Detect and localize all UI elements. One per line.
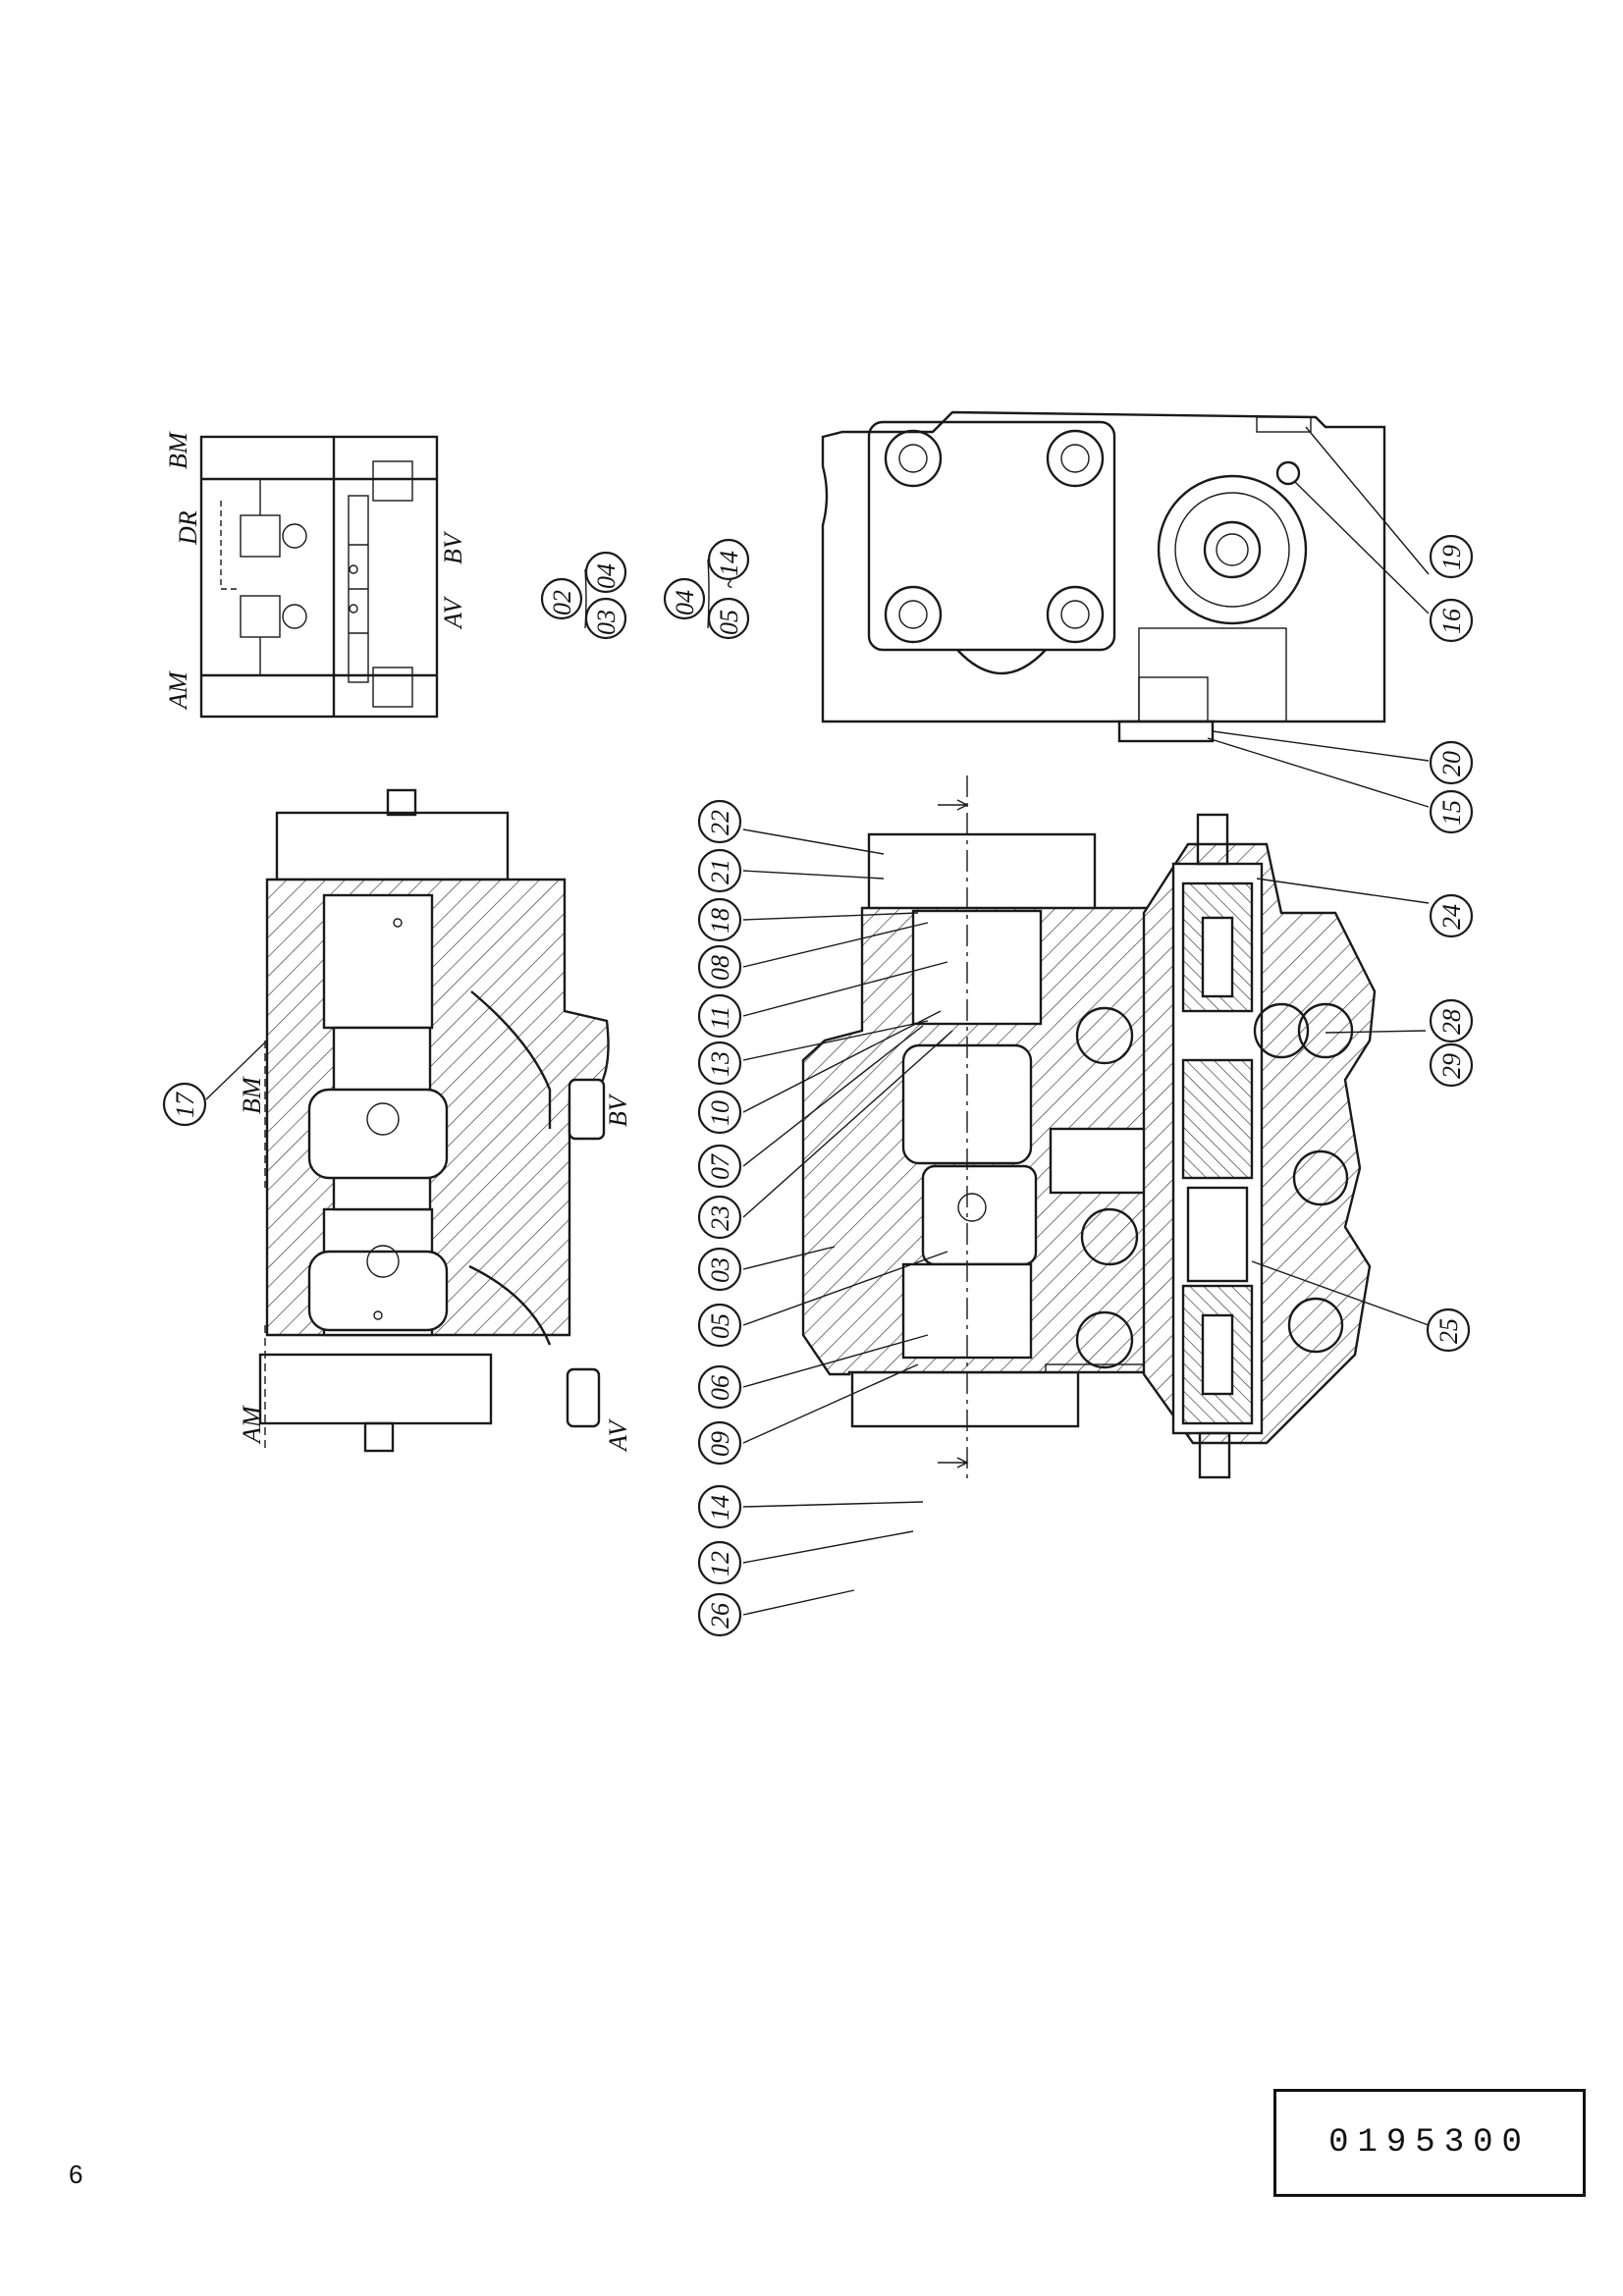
- side-port-bm: BM: [238, 1076, 266, 1114]
- svg-text:17: 17: [171, 1092, 199, 1118]
- schematic-port-bm: BM: [164, 431, 192, 469]
- svg-text:10: 10: [706, 1100, 734, 1126]
- set1-head-balloon: 02: [540, 577, 583, 620]
- balloon-11: 11: [697, 993, 742, 1039]
- svg-text:25: 25: [1434, 1318, 1463, 1344]
- svg-text:09: 09: [706, 1431, 734, 1457]
- svg-text:26: 26: [706, 1603, 734, 1629]
- svg-text:04: 04: [671, 590, 699, 615]
- svg-text:07: 07: [706, 1153, 734, 1180]
- side-port-av: AV: [604, 1417, 632, 1453]
- balloon-17: 17: [162, 1082, 207, 1127]
- svg-text:12: 12: [706, 1551, 734, 1576]
- svg-text:18: 18: [706, 908, 734, 934]
- end-view: [821, 410, 1386, 743]
- balloon-05: 05: [697, 1303, 742, 1348]
- svg-text:19: 19: [1437, 545, 1466, 570]
- schematic-port-bv: BV: [439, 530, 467, 564]
- svg-text:16: 16: [1437, 609, 1466, 634]
- svg-text:06: 06: [706, 1375, 734, 1401]
- balloon-14: 14: [697, 1484, 742, 1529]
- svg-text:24: 24: [1437, 904, 1466, 930]
- part-set-04: 04 05 ~ 14: [663, 538, 750, 640]
- svg-text:28: 28: [1437, 1009, 1466, 1035]
- svg-text:23: 23: [706, 1205, 734, 1231]
- drawing-code: 0195300: [1328, 2124, 1531, 2162]
- svg-text:13: 13: [706, 1051, 734, 1077]
- hydraulic-schematic: BM DR AM BV AV: [164, 431, 467, 719]
- svg-text:03: 03: [592, 610, 621, 635]
- balloon-21: 21: [697, 848, 742, 893]
- set2-head-balloon: 04: [663, 577, 706, 620]
- balloon-24: 24: [1429, 893, 1474, 938]
- balloon-22: 22: [697, 799, 742, 844]
- svg-text:22: 22: [706, 810, 734, 835]
- svg-text:14: 14: [706, 1495, 734, 1521]
- svg-text:02: 02: [548, 590, 576, 615]
- main-section-view: [801, 775, 1165, 1482]
- balloon-20: 20: [1429, 740, 1474, 785]
- leader-lines: [742, 426, 1430, 1616]
- balloon-08: 08: [697, 944, 742, 989]
- set1-item-balloon-04: 04: [584, 551, 627, 594]
- svg-text:05: 05: [715, 610, 743, 635]
- spool-section-view: [1142, 813, 1377, 1479]
- side-port-am: AM: [238, 1405, 266, 1445]
- balloon-19: 19: [1429, 534, 1474, 579]
- svg-text:29: 29: [1437, 1053, 1466, 1079]
- part-set-02: 02 03 04: [540, 551, 627, 640]
- balloon-29: 29: [1429, 1042, 1474, 1088]
- page-number: 6: [69, 2160, 83, 2189]
- svg-text:08: 08: [706, 955, 734, 981]
- svg-text:05: 05: [706, 1313, 734, 1339]
- svg-text:15: 15: [1437, 800, 1466, 826]
- schematic-port-dr: DR: [174, 510, 202, 546]
- set1-item-balloon-03: 03: [584, 597, 627, 640]
- balloon-06: 06: [697, 1364, 742, 1410]
- svg-text:21: 21: [706, 859, 734, 884]
- balloon-15: 15: [1429, 789, 1474, 834]
- balloon-03: 03: [697, 1247, 742, 1292]
- svg-text:14: 14: [715, 551, 743, 576]
- balloon-26: 26: [697, 1592, 742, 1637]
- balloon-16: 16: [1429, 598, 1474, 643]
- set2-item-balloon-05: 05: [707, 597, 750, 640]
- balloon-12: 12: [697, 1540, 742, 1585]
- balloon-10: 10: [697, 1090, 742, 1135]
- schematic-port-am: AM: [164, 670, 192, 711]
- side-section-view: BV AV BM AM 17: [162, 788, 632, 1453]
- balloon-09: 09: [697, 1420, 742, 1466]
- svg-text:03: 03: [706, 1257, 734, 1283]
- balloon-28: 28: [1429, 998, 1474, 1043]
- balloon-07: 07: [697, 1144, 742, 1189]
- side-port-bv: BV: [604, 1093, 632, 1127]
- balloon-25: 25: [1426, 1308, 1471, 1353]
- balloon-13: 13: [697, 1041, 742, 1086]
- balloon-23: 23: [697, 1195, 742, 1240]
- svg-text:04: 04: [592, 563, 621, 589]
- drawing-code-box: 0195300: [1273, 2089, 1586, 2197]
- balloon-18: 18: [697, 897, 742, 942]
- svg-text:11: 11: [706, 1006, 734, 1030]
- svg-text:20: 20: [1437, 751, 1466, 776]
- set2-item-balloon-14: 14: [707, 538, 750, 581]
- schematic-port-av: AV: [439, 595, 467, 630]
